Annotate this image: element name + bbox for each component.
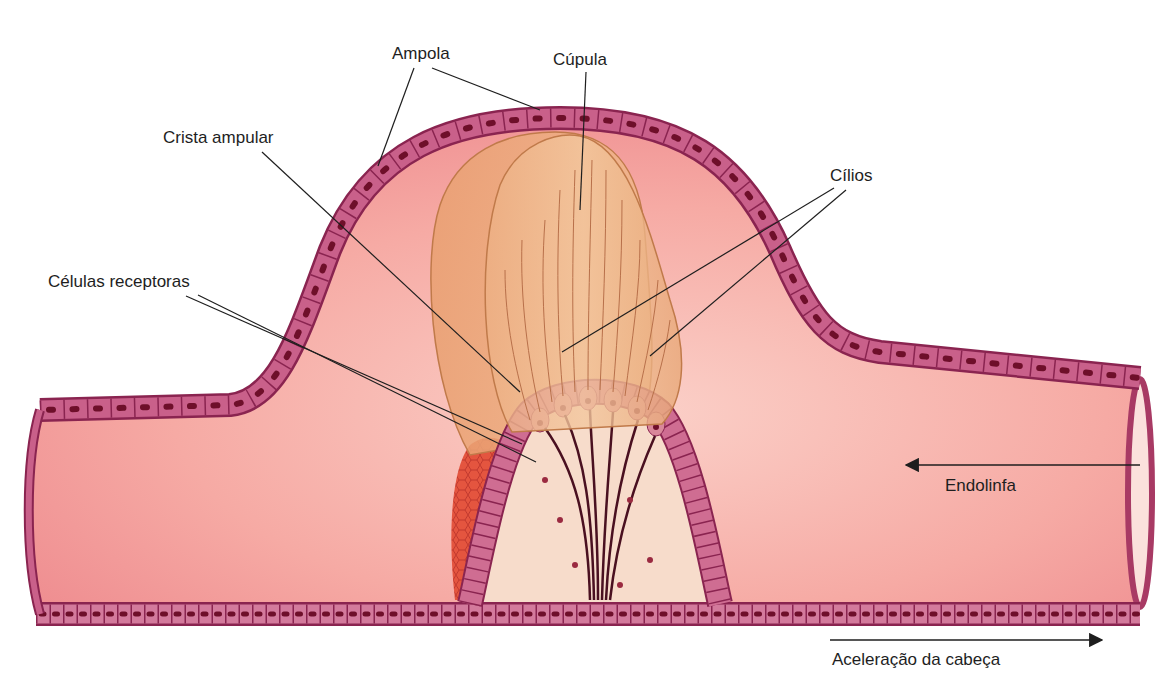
part-label: Crista ampular [163,128,274,148]
fluid-label: Endolinfa [945,476,1016,496]
cilia [505,160,670,420]
acceleration-arrow [830,639,1102,641]
part-label: Cúpula [553,50,607,70]
leader-lines [186,68,846,462]
part-label: Cílios [830,166,873,186]
endolymph-lumen [29,118,1140,608]
part-label: Células receptoras [48,272,190,292]
nerve-fibers [545,410,655,600]
ampulla-wall [29,118,1140,614]
tissue-dots [542,477,653,588]
part-label: Ampola [392,44,450,64]
motion-label: Aceleração da cabeça [832,650,1000,670]
tube-opening [1128,379,1152,607]
endolymph-arrow [906,464,1140,466]
